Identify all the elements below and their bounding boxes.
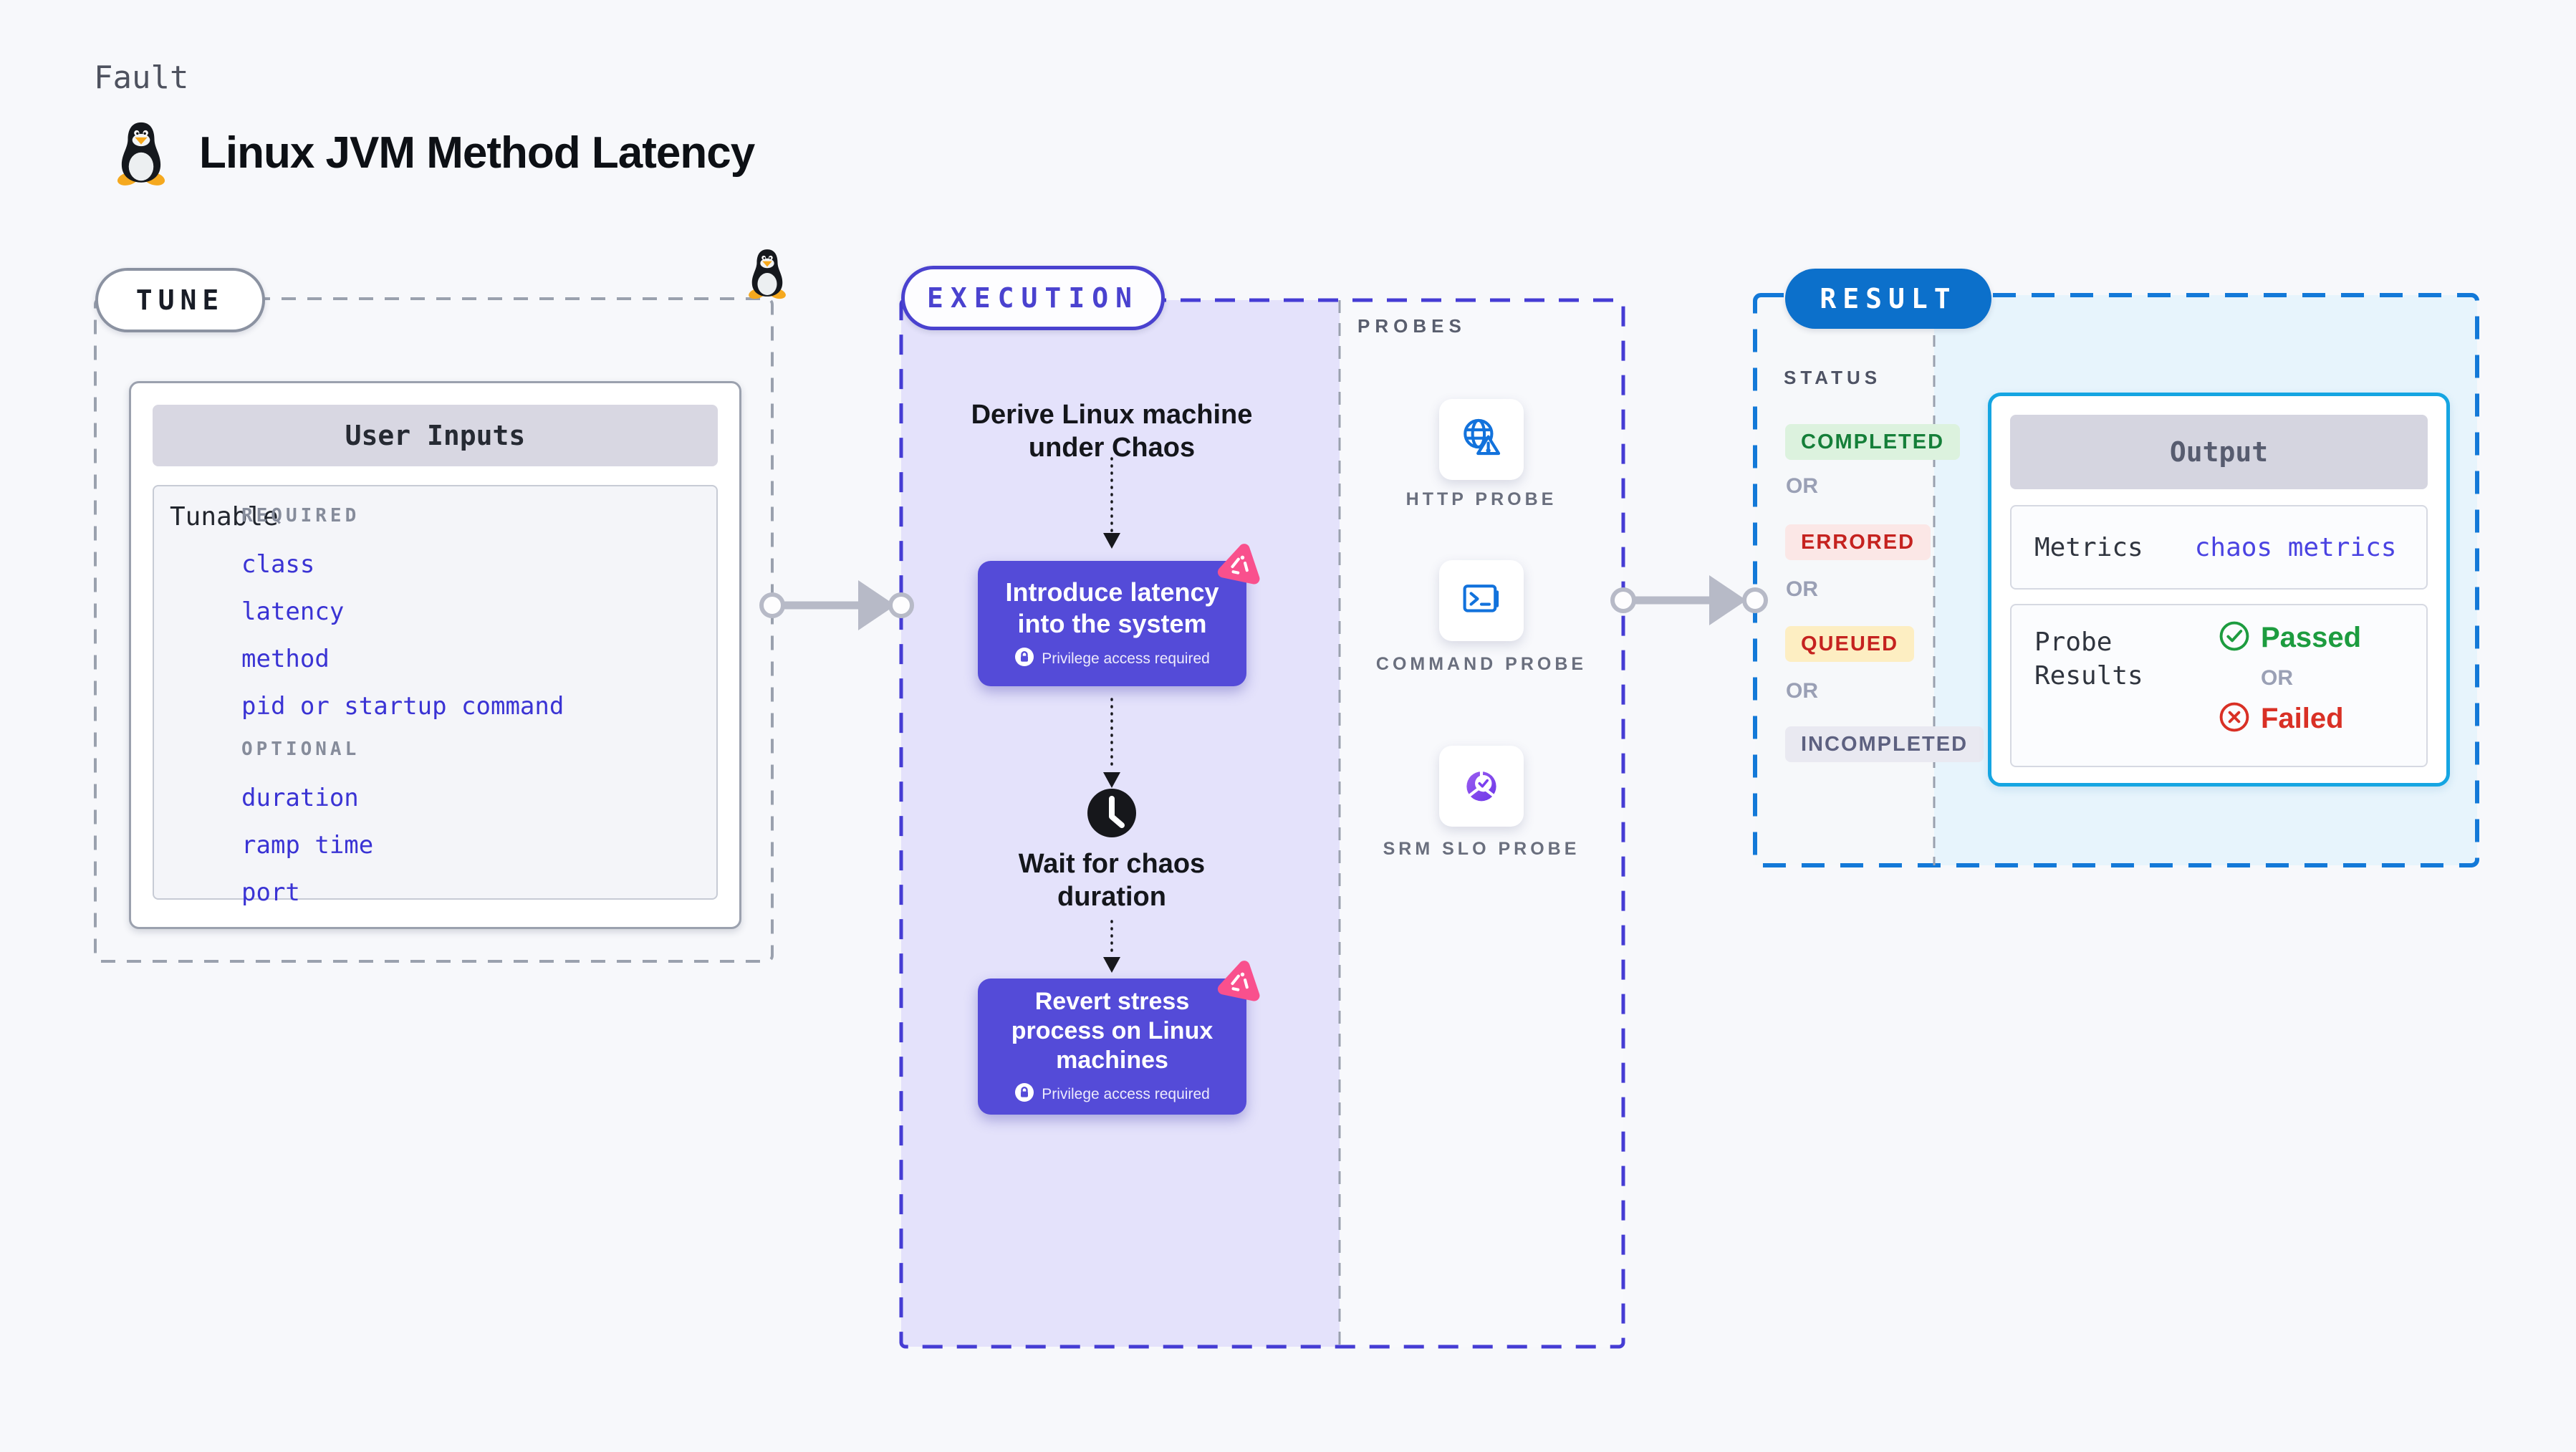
user-inputs-title: User Inputs bbox=[153, 405, 718, 466]
check-circle-icon bbox=[2218, 620, 2251, 656]
or-separator: OR bbox=[2261, 666, 2293, 690]
revert-stress-label: Revert stress process on Linux machines bbox=[1011, 987, 1213, 1074]
result-dashed-border bbox=[1753, 293, 2479, 867]
linux-tux-icon bbox=[115, 120, 168, 190]
inject-latency-label: Introduce latency into the system bbox=[1005, 577, 1219, 638]
http-probe-card[interactable] bbox=[1439, 399, 1524, 480]
tune-dashed-border bbox=[94, 297, 774, 963]
globe-alert-icon bbox=[1458, 414, 1505, 465]
result-section-badge: RESULT bbox=[1785, 269, 1991, 329]
status-badge-completed: COMPLETED bbox=[1785, 424, 1961, 460]
step-derive-text: Derive Linux machine under Chaos bbox=[971, 400, 1253, 463]
lock-icon bbox=[1014, 647, 1034, 671]
status-region-background bbox=[1755, 295, 1934, 865]
page-title: Linux JVM Method Latency bbox=[199, 128, 755, 178]
revert-stress-step[interactable]: Revert stress process on Linux machines … bbox=[978, 979, 1246, 1115]
status-badge-errored: ERRORED bbox=[1785, 524, 1931, 560]
fault-kicker: Fault bbox=[94, 59, 189, 96]
or-separator: OR bbox=[1786, 679, 1818, 703]
param-link-pid-or-startup-command[interactable]: pid or startup command bbox=[241, 692, 564, 721]
status-badge-queued: QUEUED bbox=[1785, 626, 1915, 662]
user-inputs-table: Tunable REQUIRED class latency method pi… bbox=[153, 485, 718, 907]
command-probe-card[interactable] bbox=[1439, 560, 1524, 641]
or-separator: OR bbox=[1786, 577, 1818, 601]
param-link-ramp-time[interactable]: ramp time bbox=[241, 831, 374, 860]
execution-section-badge: EXECUTION bbox=[901, 266, 1165, 330]
privilege-note: Privilege access required bbox=[1042, 1085, 1210, 1102]
status-badge-incompleted: INCOMPLETED bbox=[1785, 726, 1984, 762]
failed-label: Failed bbox=[2261, 703, 2344, 734]
privilege-note: Privilege access required bbox=[1042, 650, 1210, 667]
param-link-method[interactable]: method bbox=[241, 645, 330, 673]
tune-to-execution-arrow-icon bbox=[759, 580, 914, 630]
probes-section-label: PROBES bbox=[1357, 315, 1466, 337]
x-circle-icon bbox=[2218, 701, 2251, 737]
passed-label: Passed bbox=[2261, 622, 2362, 653]
slo-gauge-icon bbox=[1458, 761, 1505, 812]
srm-slo-probe-label: SRM SLO PROBE bbox=[1383, 839, 1580, 859]
param-link-port[interactable]: port bbox=[241, 878, 300, 907]
inject-latency-step[interactable]: Introduce latency into the system Privil… bbox=[978, 561, 1246, 686]
lock-icon bbox=[1014, 1082, 1034, 1107]
clock-icon bbox=[1087, 789, 1136, 837]
metrics-row: Metrics chaos metrics bbox=[2010, 505, 2428, 590]
output-card-title: Output bbox=[2010, 415, 2428, 489]
user-inputs-card: User Inputs Tunable REQUIRED class laten… bbox=[129, 381, 741, 929]
param-link-class[interactable]: class bbox=[241, 550, 315, 579]
command-probe-label: COMMAND PROBE bbox=[1375, 654, 1587, 674]
param-link-latency[interactable]: latency bbox=[241, 597, 345, 626]
required-group-label: REQUIRED bbox=[241, 505, 360, 527]
chaos-metrics-link[interactable]: chaos metrics bbox=[2194, 532, 2397, 562]
http-probe-label: HTTP PROBE bbox=[1405, 489, 1557, 509]
probe-results-row: Probe Results Passed OR bbox=[2010, 604, 2428, 767]
flow-arrowheads bbox=[1103, 533, 1120, 973]
chaos-fault-icon bbox=[1216, 958, 1265, 1011]
status-column-label: STATUS bbox=[1784, 367, 1882, 388]
probe-results-label: Probe Results bbox=[2034, 628, 2143, 691]
or-separator: OR bbox=[1786, 474, 1818, 498]
optional-group-label: OPTIONAL bbox=[241, 739, 360, 760]
terminal-icon bbox=[1458, 575, 1505, 626]
param-link-duration[interactable]: duration bbox=[241, 784, 359, 812]
tunable-row-label: Tunable bbox=[170, 502, 279, 532]
output-card: Output Metrics chaos metrics Probe Resul… bbox=[1988, 393, 2450, 787]
execution-dashed-border bbox=[899, 298, 1625, 1349]
chaos-fault-icon bbox=[1216, 542, 1265, 594]
step-wait-text: Wait for chaos duration bbox=[1018, 849, 1206, 912]
metrics-label: Metrics bbox=[2034, 532, 2143, 562]
tune-section-badge: TUNE bbox=[95, 268, 265, 332]
linux-tux-icon bbox=[746, 248, 788, 303]
execution-to-result-arrow-icon bbox=[1610, 575, 1768, 625]
srm-slo-probe-card[interactable] bbox=[1439, 746, 1524, 827]
